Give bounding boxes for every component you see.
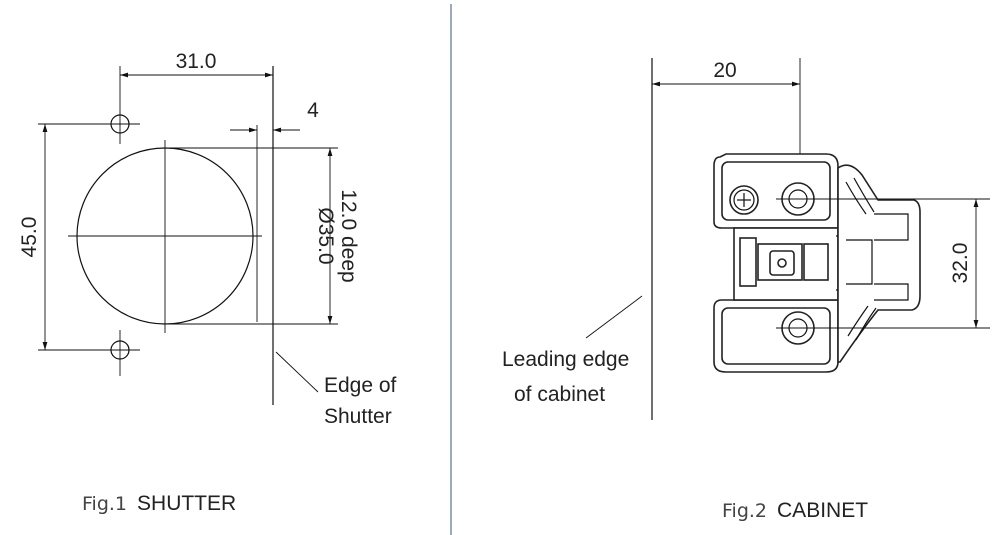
- fig1-shutter: 31.0 4 45.0 Ø35.0 12.0 deep Edge of Shut…: [18, 50, 397, 515]
- dim-45-label: 45.0: [18, 217, 41, 258]
- dim-depth-label: 12.0 deep: [337, 189, 360, 282]
- dim-32-label: 32.0: [949, 243, 972, 284]
- edge-of-shutter-label-2: Shutter: [324, 405, 392, 428]
- mounting-plate: [713, 153, 921, 373]
- fig2-cabinet: 20: [502, 58, 990, 522]
- leading-edge-label-1: Leading edge: [502, 348, 629, 371]
- dim-20-label: 20: [713, 59, 736, 82]
- dim-4-label: 4: [307, 99, 319, 122]
- leading-edge-label-2: of cabinet: [514, 383, 605, 406]
- dim-31-label: 31.0: [176, 50, 217, 73]
- dim-diameter-label: Ø35.0: [314, 207, 337, 264]
- edge-of-shutter-label-1: Edge of: [324, 374, 397, 397]
